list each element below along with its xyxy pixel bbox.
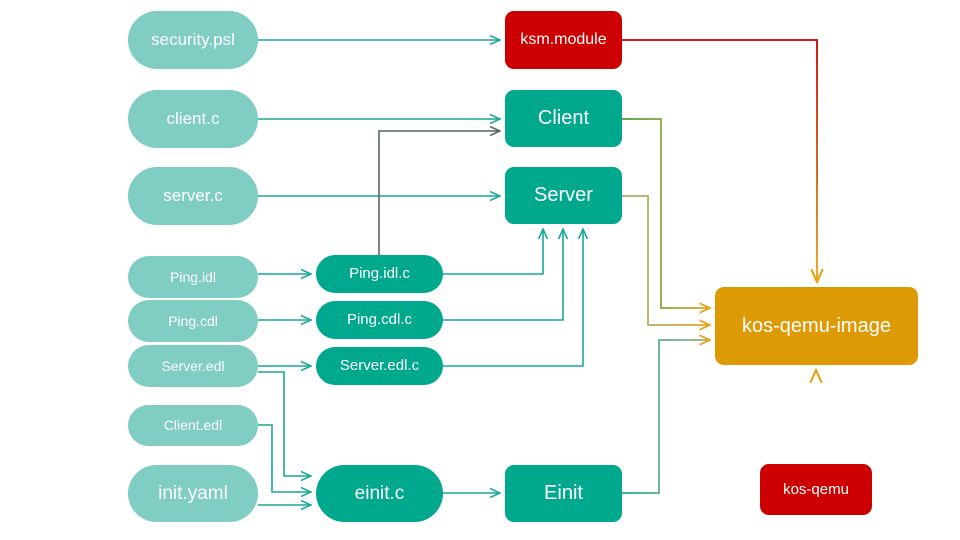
node-server[interactable]: Server	[505, 167, 622, 224]
node-label: Client.edl	[163, 417, 223, 434]
node-client[interactable]: Client	[505, 90, 622, 147]
node-server-c[interactable]: server.c	[128, 167, 258, 225]
node-label: init.yaml	[158, 482, 228, 504]
edge-server-to-kos-qemu-image	[622, 195, 710, 325]
node-ping-cdl[interactable]: Ping.cdl	[128, 300, 258, 342]
node-kos-qemu-image[interactable]: kos-qemu-image	[715, 287, 918, 365]
node-security-psl[interactable]: security.psl	[128, 11, 258, 69]
node-server-edl-c[interactable]: Server.edl.c	[316, 347, 443, 385]
edge-ping-idl-c-to-client	[378, 131, 500, 255]
edge-ping-idl-c-to-server	[443, 229, 543, 275]
node-label: Ping.idl	[170, 268, 216, 285]
node-label: Server.edl.c	[339, 357, 420, 375]
node-einit[interactable]: Einit	[505, 465, 622, 522]
edge-server-edl-to-einit-c	[258, 371, 311, 476]
node-label: Client	[537, 107, 590, 129]
edge-client-to-kos-qemu-image	[622, 118, 710, 308]
node-ping-idl[interactable]: Ping.idl	[128, 256, 258, 298]
edge-ksm-module-to-kos-qemu-image	[622, 39, 817, 282]
node-ksm-module[interactable]: ksm.module	[505, 11, 622, 69]
edge-server-edl-c-to-server	[443, 229, 583, 367]
node-label: Einit	[544, 482, 583, 504]
node-label: ksm.module	[520, 30, 607, 48]
node-label: server.c	[163, 186, 223, 206]
node-label: einit.c	[354, 482, 405, 504]
node-label: client.c	[166, 109, 220, 129]
node-label: Server.edl	[161, 357, 225, 374]
node-label: Server	[534, 184, 593, 206]
edge-einit-to-kos-qemu-image	[622, 340, 710, 494]
node-kos-qemu[interactable]: kos-qemu	[760, 464, 872, 515]
node-client-edl[interactable]: Client.edl	[128, 405, 258, 446]
node-ping-idl-c[interactable]: Ping.idl.c	[316, 255, 443, 293]
node-ping-cdl-c[interactable]: Ping.cdl.c	[316, 301, 443, 339]
node-init-yaml[interactable]: init.yaml	[128, 465, 258, 522]
node-einit-c[interactable]: einit.c	[316, 465, 443, 522]
node-server-edl[interactable]: Server.edl	[128, 345, 258, 387]
node-label: Ping.cdl.c	[346, 311, 413, 329]
node-client-c[interactable]: client.c	[128, 90, 258, 148]
node-label: kos-qemu-image	[742, 314, 891, 337]
edge-ping-cdl-c-to-server	[443, 229, 563, 321]
node-label: Ping.idl.c	[349, 265, 410, 283]
node-label: kos-qemu	[783, 480, 849, 498]
node-label: Ping.cdl	[168, 312, 218, 329]
node-label: security.psl	[151, 30, 235, 50]
edge-client-edl-to-einit-c	[258, 424, 311, 492]
